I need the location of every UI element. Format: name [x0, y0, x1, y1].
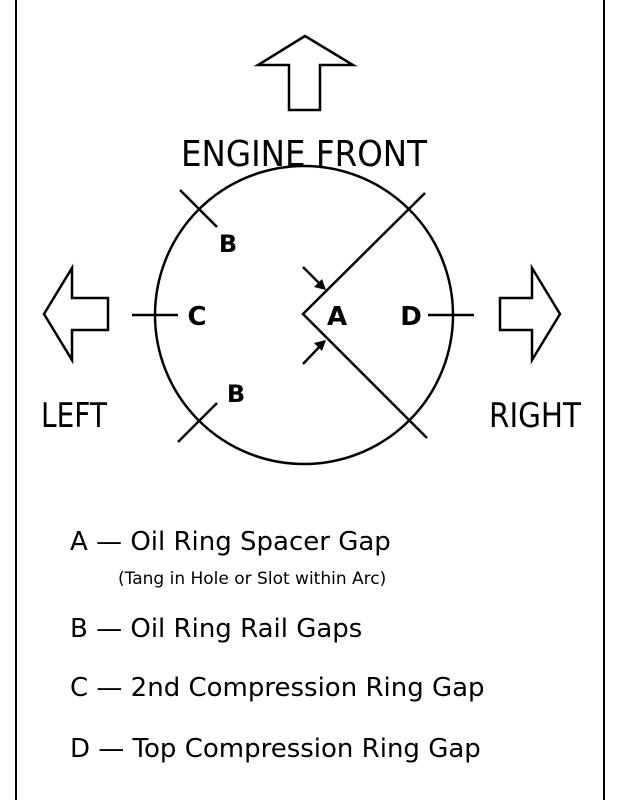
label-b-upper: B	[219, 230, 237, 258]
legend-item-c: C — 2nd Compression Ring Gap	[70, 673, 485, 703]
legend-item-a: A — Oil Ring Spacer Gap	[70, 527, 391, 557]
left-label: LEFT	[41, 396, 107, 436]
arrowhead-a-lower	[314, 340, 326, 351]
legend-item-b: B — Oil Ring Rail Gaps	[70, 614, 363, 644]
spacer-arc-lines	[301, 192, 428, 439]
label-c: C	[187, 302, 206, 332]
engine-front-label: ENGINE FRONT	[181, 134, 428, 175]
label-b-lower: B	[227, 380, 245, 408]
label-a: A	[327, 302, 347, 332]
label-d: D	[400, 302, 422, 332]
arrow-right-icon	[498, 263, 562, 365]
legend-item-a-note: (Tang in Hole or Slot within Arc)	[118, 569, 387, 589]
right-label: RIGHT	[489, 396, 581, 436]
gap-mark-b-upper	[179, 189, 218, 228]
arrow-up-icon	[253, 34, 358, 112]
gap-mark-b-lower	[177, 402, 218, 443]
arrow-left-icon	[42, 263, 110, 365]
arrowhead-a-upper	[314, 279, 326, 290]
legend-item-d: D — Top Compression Ring Gap	[70, 734, 481, 764]
